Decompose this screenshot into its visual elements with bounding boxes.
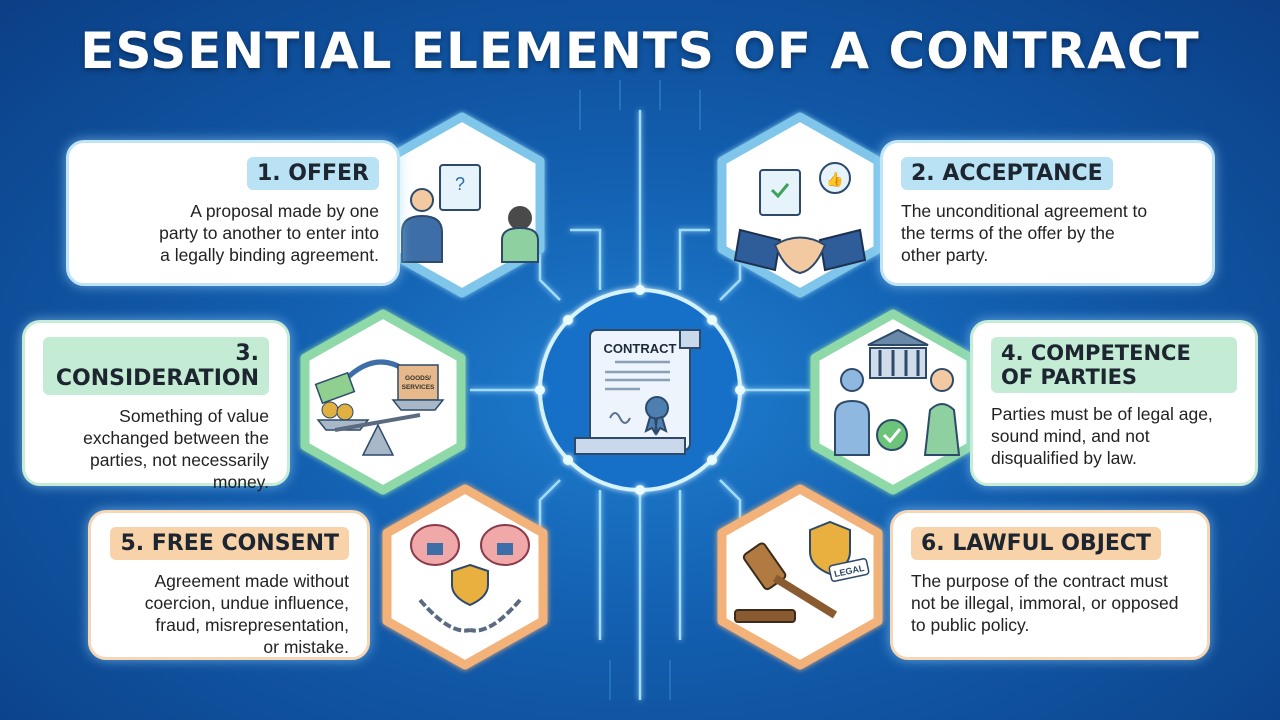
page-title: ESSENTIAL ELEMENTS OF A CONTRACT [80, 22, 1200, 80]
presenting-offer-icon: ? [401, 164, 539, 263]
svg-text:GOODS/: GOODS/ [405, 375, 431, 382]
competence-heading: 4. COMPETENCE OF PARTIES [991, 337, 1237, 393]
contract-label: CONTRACT [604, 341, 677, 356]
balance-scale-icon: GOODS/ SERVICES [314, 359, 445, 456]
card-lawful-object: 6. LAWFUL OBJECT The purpose of the cont… [890, 510, 1210, 660]
parties-courthouse-icon [834, 328, 961, 456]
hex-frame-consideration [300, 309, 466, 495]
consideration-text: Something of value exchanged between the… [83, 406, 269, 492]
free-consent-heading: 5. FREE CONSENT [110, 527, 349, 560]
handshake-icon: 👍 [733, 162, 867, 275]
card-offer: 1. OFFER A proposal made by one party to… [66, 140, 400, 286]
gavel-legal-icon: LEGAL [734, 520, 870, 623]
acceptance-heading: 2. ACCEPTANCE [901, 157, 1113, 190]
unlocked-minds-icon [410, 524, 530, 633]
svg-text:SERVICES: SERVICES [402, 384, 435, 391]
lawful-object-text: The purpose of the contract must not be … [911, 571, 1179, 635]
free-consent-text: Agreement made without coercion, undue i… [144, 571, 349, 657]
lawful-object-heading: 6. LAWFUL OBJECT [911, 527, 1162, 560]
consideration-heading: 3. CONSIDERATION [43, 337, 269, 395]
offer-text: A proposal made by one party to another … [159, 201, 379, 265]
contract-scroll-icon [574, 329, 701, 455]
card-consideration: 3. CONSIDERATION Something of value exch… [22, 320, 290, 492]
card-free-consent: 5. FREE CONSENT Agreement made without c… [88, 510, 370, 660]
svg-text:?: ? [455, 174, 465, 194]
acceptance-text: The unconditional agreement to the terms… [901, 201, 1148, 265]
card-acceptance: 2. ACCEPTANCE The unconditional agreemen… [880, 140, 1215, 286]
offer-heading: 1. OFFER [246, 157, 379, 190]
svg-text:👍: 👍 [826, 171, 843, 188]
competence-text: Parties must be of legal age, sound mind… [991, 404, 1213, 468]
card-competence: 4. COMPETENCE OF PARTIES Parties must be… [970, 320, 1258, 486]
